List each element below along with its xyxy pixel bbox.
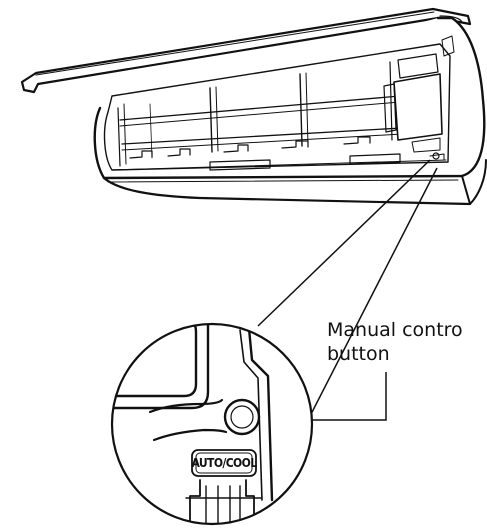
auto-cool-label: AUTO/COOL (192, 456, 258, 470)
pointer-line (257, 159, 431, 327)
leader-lines (257, 159, 438, 421)
air-conditioner-indoor-unit-icon (20, 7, 487, 206)
label-leader (300, 372, 387, 421)
unit-body (93, 16, 486, 180)
pointer-line (307, 167, 438, 421)
magnified-detail-circle-icon: AUTO/COOL (110, 322, 314, 526)
manual-button-hole (223, 398, 261, 436)
manual-control-button-label: Manual contro button (327, 318, 463, 366)
label-line-1: Manual contro (327, 319, 463, 341)
label-line-2: button (327, 343, 390, 365)
control-box (393, 73, 443, 141)
